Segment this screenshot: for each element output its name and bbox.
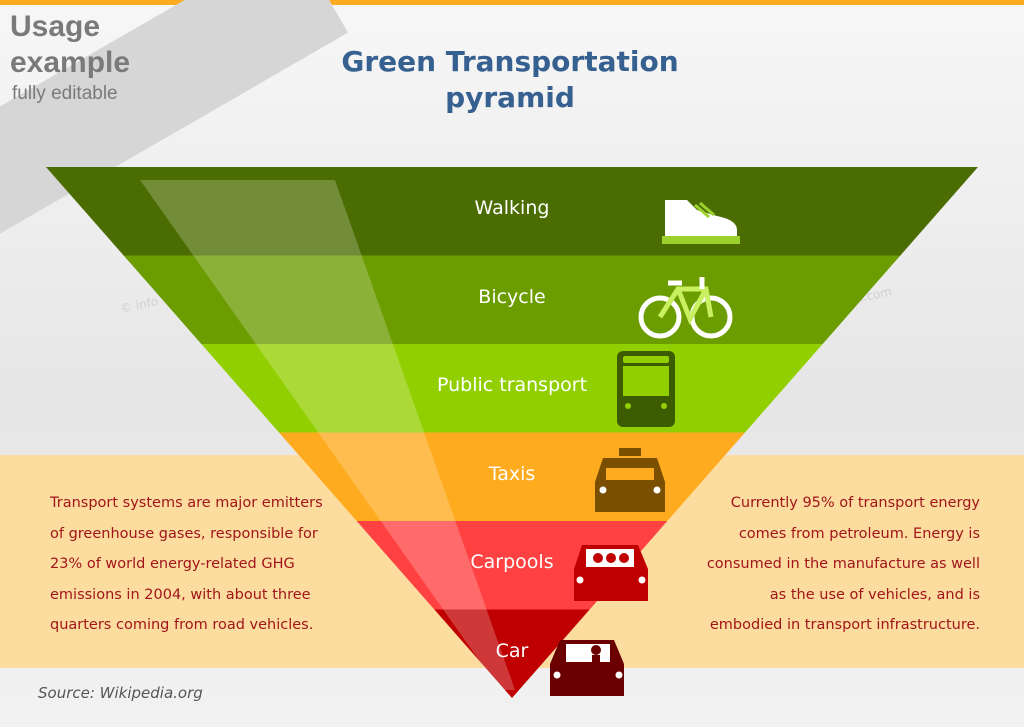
page-title: Green Transportation pyramid <box>300 44 720 116</box>
source-note: Source: Wikipedia.org <box>38 684 203 702</box>
ribbon-line-1: Usage <box>10 10 101 43</box>
bicycle-icon <box>638 277 733 339</box>
level-label: Public transport <box>436 374 588 397</box>
left-description: Transport systems are major emitters of … <box>50 495 323 633</box>
level-label: Car <box>495 639 529 662</box>
title-line-1: Green Transportation <box>341 45 679 78</box>
level-label: Taxis <box>488 462 536 485</box>
pyramid-level-car <box>434 609 590 698</box>
level-label: Carpools <box>470 551 554 574</box>
pyramid-level-bicycle <box>123 255 901 344</box>
bus-icon <box>617 351 675 427</box>
pyramid-highlight <box>140 180 515 690</box>
right-description: Currently 95% of transport energy comes … <box>706 495 980 633</box>
ribbon-line-2: example <box>10 46 131 79</box>
carpool-car-icon <box>574 545 648 601</box>
ribbon-line-3: fully editable <box>12 83 118 104</box>
title-line-2: pyramid <box>445 81 575 114</box>
shoe-icon <box>662 200 740 244</box>
car-icon <box>550 640 624 696</box>
level-label: Walking <box>474 197 550 220</box>
pyramid-level-walking <box>46 167 978 256</box>
level-label: Bicycle <box>478 285 546 308</box>
taxi-icon <box>595 448 665 512</box>
top-accent-bar <box>0 0 1024 5</box>
